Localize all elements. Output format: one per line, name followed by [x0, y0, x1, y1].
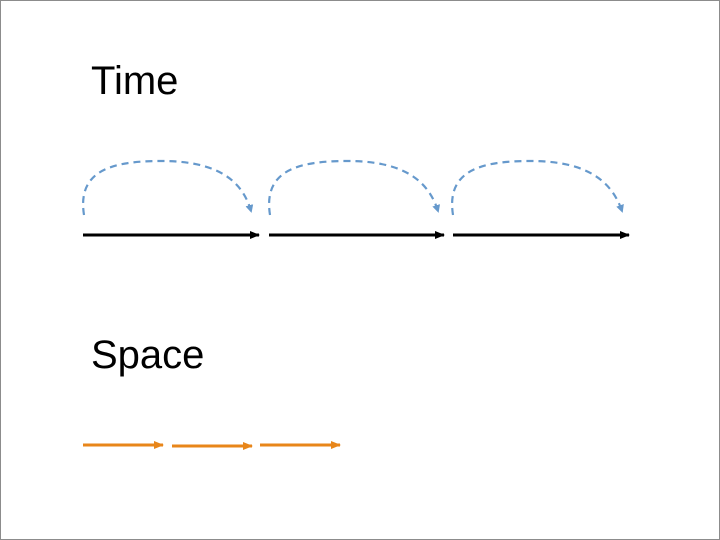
time-hop-arc-2: [267, 159, 441, 216]
time-hop-arc-3: [450, 159, 624, 216]
time-hop-arc-1: [81, 159, 254, 216]
space-label: Space: [91, 333, 205, 377]
time-label: Time: [91, 59, 179, 103]
